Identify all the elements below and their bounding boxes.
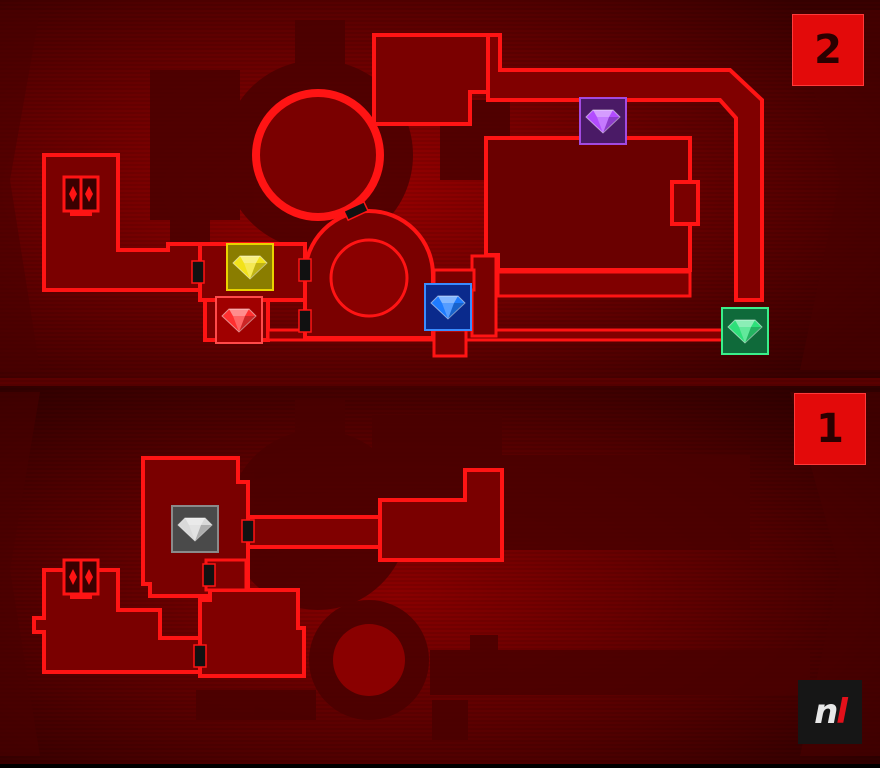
red-gem[interactable] <box>215 296 263 344</box>
blue-gem-icon <box>430 295 466 320</box>
exit-door-icon <box>62 558 100 599</box>
red-gem-icon <box>221 308 257 333</box>
door-marker-icon <box>193 519 255 668</box>
floor-2-map <box>42 20 764 358</box>
floor-1-label[interactable]: 1 <box>794 393 866 465</box>
floor-2-label[interactable]: 2 <box>792 14 864 86</box>
exit-door-icon <box>62 175 100 216</box>
green-gem-icon <box>727 319 763 344</box>
gray-gem-icon <box>177 517 213 542</box>
green-gem[interactable] <box>721 307 769 355</box>
gray-gem[interactable] <box>171 505 219 553</box>
yellow-gem[interactable] <box>226 243 274 291</box>
logo-part-l: l <box>836 692 848 732</box>
purple-gem-icon <box>585 109 621 134</box>
door-marker-icon <box>191 200 370 333</box>
purple-gem[interactable] <box>579 97 627 145</box>
logo-part-n: n <box>814 692 838 732</box>
yellow-gem-icon <box>232 255 268 280</box>
blue-gem[interactable] <box>424 283 472 331</box>
